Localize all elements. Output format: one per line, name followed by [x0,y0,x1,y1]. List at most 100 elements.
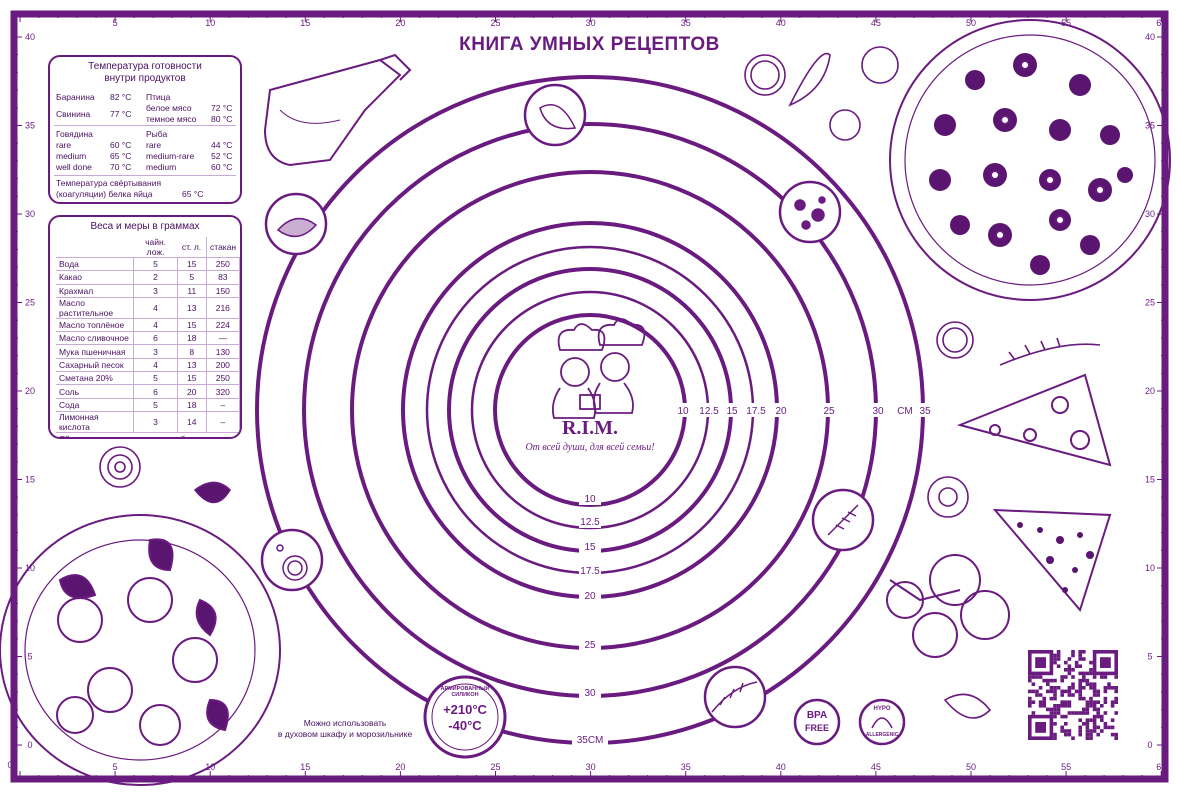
qr-module [1085,729,1090,733]
beef-welldone-label: well done [56,162,92,172]
tomato-illustration [886,554,1010,658]
qr-module [1053,657,1057,661]
qr-module [1114,675,1118,679]
qr-module [1028,689,1032,694]
qr-module [1089,671,1093,676]
qr-module [1028,700,1032,704]
ruler-label: 25 [490,762,500,772]
qr-module [1031,711,1036,715]
qr-module [1096,725,1100,730]
measure-value: 224 [206,318,240,333]
qr-module [1082,686,1086,690]
circle-label-bg [698,403,720,417]
ingredient-name: Сода [56,398,135,412]
qr-module [1078,671,1082,676]
circle-label-bg [721,403,743,417]
ingredient-name: Мука пшеничная [56,344,135,359]
pizza-illustration [889,19,1171,301]
weights-panel: Веса и меры в граммах чайн. лож. ст. л. … [48,215,242,439]
beef-rare-value: 60 °C [110,140,132,150]
qr-module [1053,686,1057,690]
circle-label-bg [572,732,608,746]
qr-module [1089,704,1093,708]
measure-value: 11 [177,284,207,298]
beef-welldone-value: 70 °C [110,162,132,172]
qr-module [1035,693,1039,697]
qr-module [1089,729,1093,733]
qr-module [1053,696,1057,701]
qr-module [1089,732,1093,737]
qr-module [1056,704,1061,708]
qr-module [1038,700,1043,704]
qr-module [1110,700,1115,704]
ruler-label: 0 [27,740,32,750]
ruler-label: 20 [25,386,35,396]
measure-value: 15 [177,371,207,386]
basil-icon [264,192,328,256]
measure-value: — [206,331,240,346]
qr-module [1100,714,1104,719]
egg-header-cell: желток [206,432,239,437]
qr-module [1042,678,1046,683]
measure-value: 6 [133,384,178,399]
qr-module [1078,725,1082,730]
fish-label: Рыба [146,129,168,139]
circle-label-bg [579,637,601,651]
qr-module [1064,704,1068,708]
ruler-label: 55 [1061,762,1071,772]
qr-module [1067,671,1072,676]
circle-label-bg [579,514,601,528]
ruler-label: 60 [1156,18,1166,28]
qr-module [1060,678,1064,683]
qr-module [1092,718,1097,722]
bpa-line1: BPA [806,710,828,721]
ruler-label: 5 [27,652,32,662]
ruler-label: 35 [681,18,691,28]
qr-module [1042,700,1046,704]
qr-module [1071,686,1075,690]
circle-size-label: 12.5 [699,406,719,417]
ruler-label: 50 [966,18,976,28]
qr-module [1049,696,1054,701]
ruler-label: 25 [25,298,35,308]
qr-module [1071,736,1075,740]
measure-value: 4 [133,358,178,373]
egg-coag-line1: Температура свёртывания [56,178,162,188]
ingredient-name: Лимонная кислота [56,411,135,433]
ruler-label: 25 [1145,298,1155,308]
qr-module [1078,678,1082,683]
qr-module [1071,693,1075,697]
qr-module [1114,732,1118,737]
qr-module [1085,711,1090,715]
qr-code[interactable] [1028,650,1118,740]
qr-module [1096,732,1100,737]
qr-module [1089,700,1093,704]
qr-module [1042,704,1046,708]
circle-label-bg [672,403,694,417]
qr-module [1071,668,1075,672]
qr-module [1028,678,1032,683]
qr-module [1110,725,1115,730]
qr-module [1082,650,1086,654]
qr-module [1067,729,1072,733]
qr-module [1038,693,1043,697]
beef-label: Говядина [56,129,93,139]
egg-header-cell: Яйцо [56,432,134,437]
qr-module [1074,689,1079,694]
poultry-dark-label: темное мясо [146,114,197,124]
garnish-illustrations [99,46,1101,719]
qr-module [1049,689,1054,694]
hypo-line2: ALLERGENIC [865,732,899,738]
qr-module [1056,653,1061,658]
hypo-line1: HYPO [873,706,891,712]
ruler-corner-label: 0 [7,760,12,770]
qr-module [1103,675,1108,679]
qr-module [1103,696,1108,701]
temperature-panel-title: Температура готовности внутри продуктов [88,61,202,84]
ruler-label: 35 [681,762,691,772]
qr-finder [1100,657,1111,668]
qr-module [1067,668,1072,672]
